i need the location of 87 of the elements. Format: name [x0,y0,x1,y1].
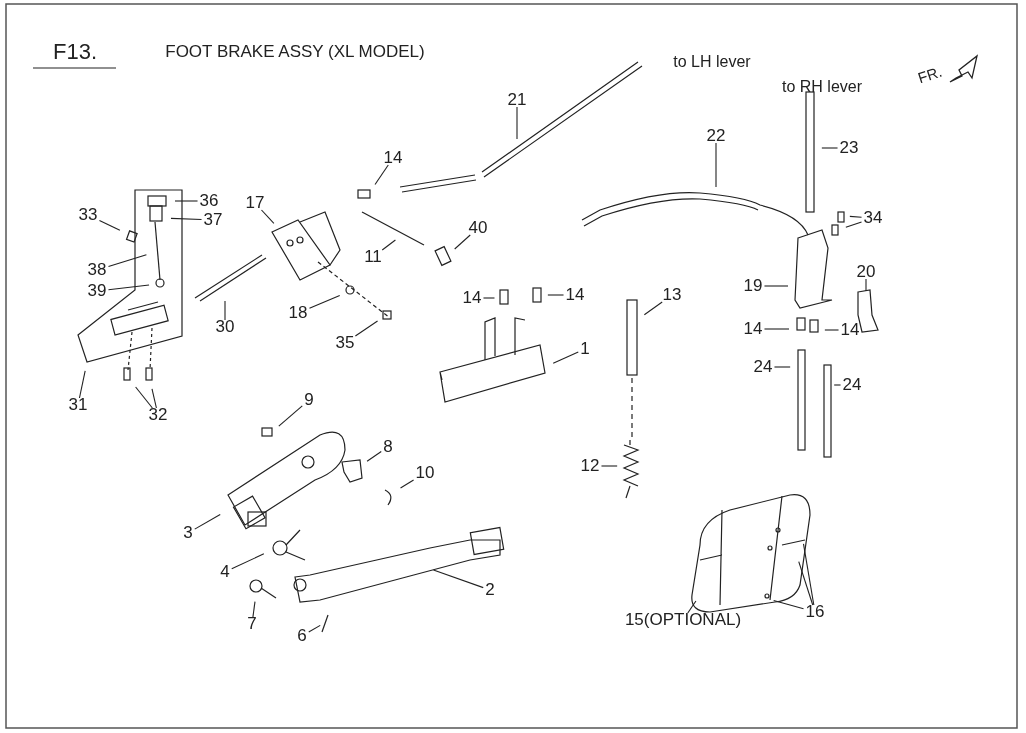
leader-line [252,601,256,618]
callout-number: 2 [485,581,495,599]
leader-line [151,388,157,409]
callout-number: 14 [565,286,585,304]
callout-number: 37 [203,211,223,229]
direction-label: FR. [915,62,945,88]
callout-number: 18 [288,304,308,322]
leader-line [308,624,321,633]
callout-number: 21 [507,91,527,109]
leader-line [773,599,805,610]
leader-line [798,561,814,606]
callout-number: 23 [839,139,859,157]
leader-line [432,569,484,589]
callout-label: 15(OPTIONAL) [624,611,742,629]
callout-number: 8 [383,438,393,456]
leader-line [107,284,150,291]
leader-line [135,386,153,409]
callout-number: 7 [247,615,257,633]
callout-number: 4 [220,563,230,581]
callout-number: 14 [462,289,482,307]
leader-line [278,405,303,427]
callout-number: 14 [743,320,763,338]
leader-line [98,219,121,231]
leader-line [354,320,379,337]
callout-number: 38 [87,261,107,279]
callout-number: 31 [68,396,88,414]
callout-number: 36 [199,192,219,210]
leader-line [600,465,618,467]
leader-line [260,209,275,224]
figure-number: F13. [53,43,97,61]
leader-line [865,278,867,292]
leader-line [366,451,382,462]
callout-number: 6 [297,627,307,645]
callout-number: 14 [840,321,860,339]
leader-line [374,164,389,186]
leader-line [821,147,839,149]
leader-line [849,215,863,218]
leader-line [547,294,565,296]
leader-line [308,294,341,309]
leader-line [845,221,863,228]
leader-line [194,513,221,530]
leader-line [381,239,396,251]
leader-line [170,217,203,221]
callout-number: 11 [364,248,382,266]
callout-number: 34 [863,209,883,227]
callout-number: 22 [706,127,726,145]
callout-number: 24 [753,358,773,376]
callout-number: 13 [662,286,682,304]
note-text: to LH lever [673,53,751,71]
callout-number: 17 [245,194,265,212]
leader-line [224,300,226,321]
callout-number: 10 [415,464,435,482]
callout-number: 40 [468,219,488,237]
leader-line [763,328,790,330]
callout-number: 16 [805,603,825,621]
callout-number: 24 [842,376,862,394]
leader-line [802,543,815,606]
callout-number: 9 [304,391,314,409]
leader-line [833,384,842,386]
leader-line [454,234,471,250]
leader-line [516,106,518,140]
callout-number: 19 [743,277,763,295]
leader-line [715,142,717,188]
callout-number: 3 [183,524,193,542]
leader-line [78,370,86,399]
callout-number: 1 [580,340,590,358]
leader-line [687,600,697,614]
leader-line [824,329,840,331]
leader-line [399,479,415,489]
callout-number: 39 [87,282,107,300]
callout-number: 35 [335,334,355,352]
callout-number: 14 [383,149,403,167]
callout-number: 32 [148,406,168,424]
callout-number: 20 [856,263,876,281]
title: FOOT BRAKE ASSY (XL MODEL) [165,43,425,61]
callout-number: 12 [580,457,600,475]
note-text: to RH lever [782,78,862,96]
leader-line [107,254,147,267]
leader-line [763,285,789,287]
callout-number: 33 [78,206,98,224]
callout-number: 30 [215,318,235,336]
leader-line [231,553,265,570]
leader-line [482,297,496,299]
leader-line [174,200,199,202]
leader-line [773,366,791,368]
leader-line [552,351,579,364]
leader-line [643,301,663,316]
